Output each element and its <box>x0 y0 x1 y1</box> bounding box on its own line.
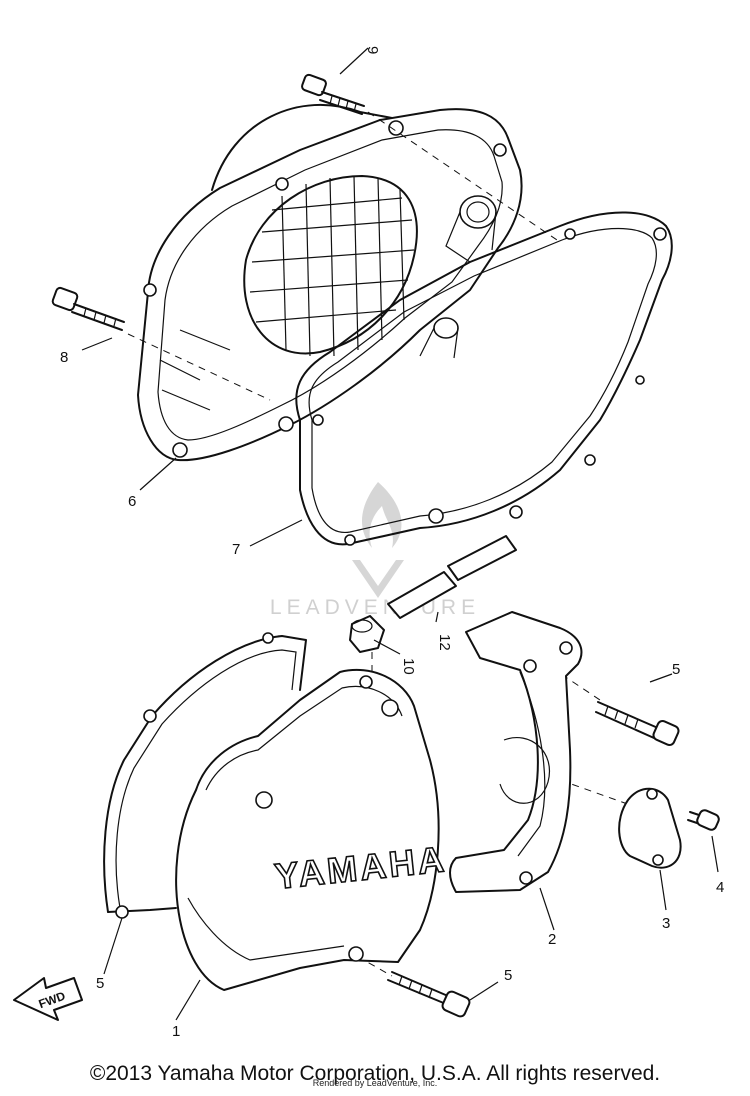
callout-5-upper: 5 <box>672 661 680 678</box>
lower-cover-gasket <box>103 632 307 919</box>
callout-8: 7 <box>232 541 240 558</box>
drain-plug-11 <box>349 615 385 653</box>
callout-4: 4 <box>716 879 724 896</box>
bolt-9 <box>51 286 125 331</box>
bolt-10 <box>301 73 365 115</box>
callout-5-lower: 5 <box>504 967 512 984</box>
dowel-pins-12 <box>387 535 517 619</box>
callout-9: 8 <box>60 349 68 366</box>
bolt-5-lower <box>387 971 471 1018</box>
rendered-by-note: Rendered by LeadVenture, Inc. <box>312 1078 438 1088</box>
watermark-text: LEADVENTURE <box>270 596 480 619</box>
callout-2: 2 <box>548 931 556 948</box>
leadventure-watermark: LEADVENTURE <box>270 482 480 619</box>
callout-10: 9 <box>364 46 381 54</box>
small-cover-3 <box>618 787 682 869</box>
bolt-5-upper <box>595 701 680 747</box>
upper-cover-gasket <box>295 211 673 546</box>
callout-numbers: 9 8 6 7 12 10 5 2 3 4 5 1 5 <box>60 46 724 1040</box>
leader-lines <box>81 47 719 1021</box>
callout-12: 12 <box>436 634 453 651</box>
bolt-4 <box>687 809 720 831</box>
callout-6: 5 <box>96 975 104 992</box>
lower-crankcase-cover: YAMAHA <box>175 668 450 991</box>
callout-11: 10 <box>400 658 417 675</box>
callout-1: 1 <box>172 1023 180 1040</box>
callout-7: 6 <box>128 493 136 510</box>
callout-3: 3 <box>662 915 670 932</box>
upper-crankcase-cover <box>137 103 523 462</box>
fwd-arrow: FWD <box>13 977 83 1021</box>
copyright-notice: ©2013 Yamaha Motor Corporation, U.S.A. A… <box>89 1062 661 1085</box>
cover-bracket-2 <box>449 611 583 893</box>
